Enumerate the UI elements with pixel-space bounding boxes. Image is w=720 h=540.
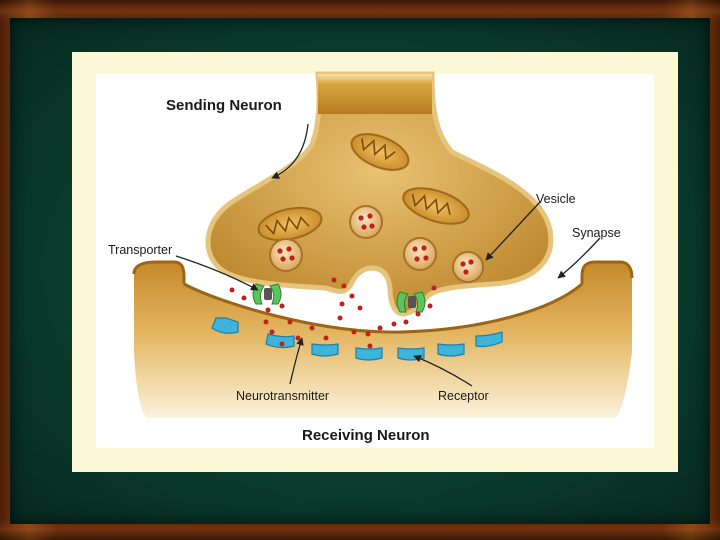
- receiving-neuron-shape: [132, 260, 634, 419]
- transporter: [396, 291, 426, 313]
- receptor: [211, 317, 239, 334]
- mitochondrion: [350, 133, 410, 171]
- label-receptor: Receptor: [438, 389, 489, 403]
- vesicle: [452, 251, 484, 283]
- receptor: [475, 331, 503, 348]
- mitochondrion: [257, 206, 323, 242]
- receptor: [265, 333, 295, 349]
- vesicle: [269, 238, 303, 272]
- label-synapse: Synapse: [572, 226, 621, 240]
- transporter-arrow: [175, 255, 259, 291]
- receptor: [355, 347, 383, 361]
- neurotransmitter-molecules: [229, 277, 437, 349]
- label-vesicle: Vesicle: [536, 192, 576, 206]
- label-transporter: Transporter: [108, 243, 172, 257]
- receptor-arrow: [413, 354, 473, 387]
- receptor: [437, 343, 465, 357]
- vesicle: [349, 205, 383, 239]
- vesicle-arrow: [485, 201, 541, 261]
- vesicle: [403, 237, 437, 271]
- label-receiving-neuron: Receiving Neuron: [302, 427, 430, 444]
- sending-neuron-arrow: [271, 123, 309, 179]
- transporter: [252, 283, 282, 305]
- label-neurotransmitter: Neurotransmitter: [236, 389, 329, 403]
- neurotransmitter-arrow: [289, 337, 304, 385]
- mitochondrion: [402, 187, 470, 225]
- receptor: [311, 343, 339, 357]
- synapse-diagram: Sending Neuron Vesicle Synapse Transport…: [108, 71, 634, 444]
- synapse-arrow: [557, 237, 601, 279]
- label-sending-neuron: Sending Neuron: [166, 97, 282, 114]
